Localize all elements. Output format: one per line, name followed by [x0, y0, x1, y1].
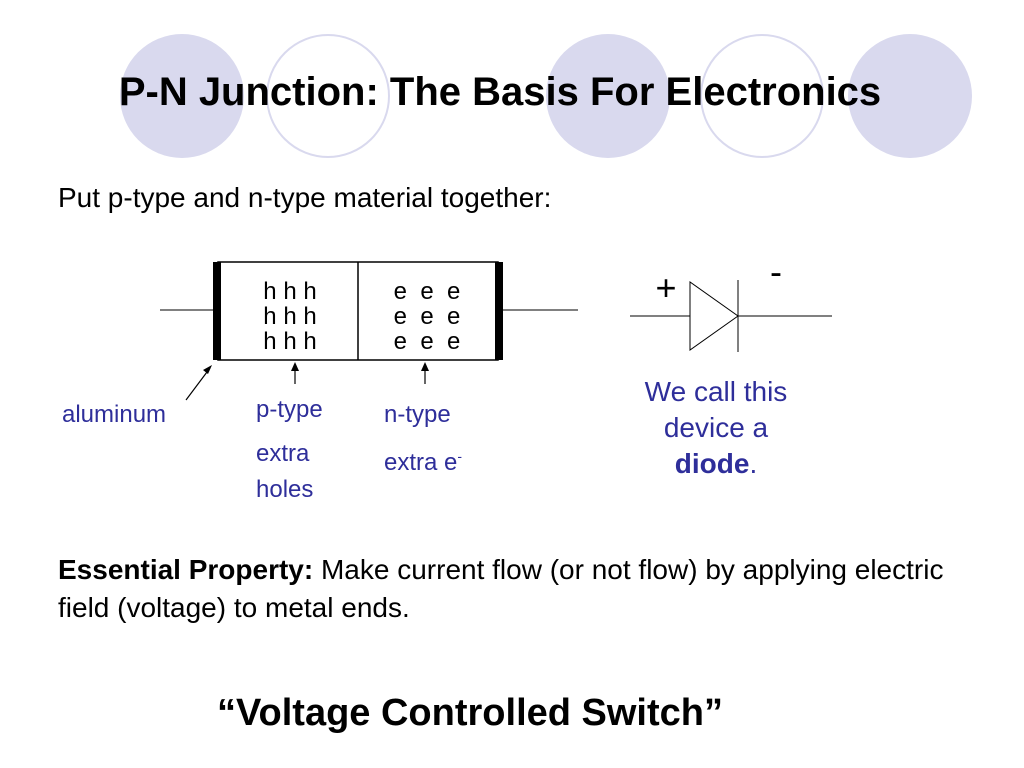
switch-quote: “Voltage Controlled Switch” [217, 692, 723, 734]
decor-circle-5 [848, 34, 972, 158]
decor-circle-4 [700, 34, 824, 158]
decor-circle-1 [120, 34, 244, 158]
diode-caption-end: . [749, 448, 758, 479]
decor-circle-3 [546, 34, 670, 158]
electron-row-3: e e e [394, 328, 461, 355]
hole-row-3: h h h [263, 328, 316, 355]
diode-caption: We call this device a diode. [602, 374, 830, 482]
n-type-arrowhead [421, 362, 429, 371]
intro-text: Put p-type and n-type material together: [58, 182, 552, 213]
essential-property: Essential Property: Make current flow (o… [58, 551, 958, 627]
n-type-sub-superscript: - [457, 448, 463, 464]
diode-caption-line2: device a [663, 412, 769, 443]
n-type-sub-text: extra e [384, 449, 458, 476]
electron-row-2: e e e [394, 303, 461, 330]
essential-property-label: Essential Property: [58, 554, 314, 585]
p-type-sub-line2: holes [256, 476, 314, 503]
electron-row-1: e e e [394, 278, 461, 305]
p-type-sub-line1: extra [256, 440, 310, 467]
diode-triangle [689, 281, 739, 351]
n-type-sub: extra e- [384, 448, 462, 477]
page-title: P-N Junction: The Basis For Electronics [118, 70, 882, 114]
diode-word: diode [674, 448, 750, 479]
diode-minus-sign: - [770, 251, 782, 292]
diode-caption-line3: diode. [602, 446, 830, 482]
essential-property-text: Make current flow (or not flow) by apply… [58, 554, 944, 623]
diode-plus-sign: + [655, 267, 676, 308]
aluminum-arrowhead [203, 365, 212, 374]
hole-row-1: h h h [263, 278, 316, 305]
aluminum-pointer [185, 367, 211, 401]
left-aluminum-plate [213, 262, 221, 360]
right-aluminum-plate [495, 262, 503, 360]
n-type-label: n-type [384, 401, 451, 428]
p-type-arrowhead [291, 362, 299, 371]
diode-caption-line1: We call this [644, 376, 788, 407]
hole-row-2: h h h [263, 303, 316, 330]
decor-circle-2 [266, 34, 390, 158]
aluminum-label: aluminum [62, 401, 167, 428]
p-type-label: p-type [256, 396, 323, 423]
